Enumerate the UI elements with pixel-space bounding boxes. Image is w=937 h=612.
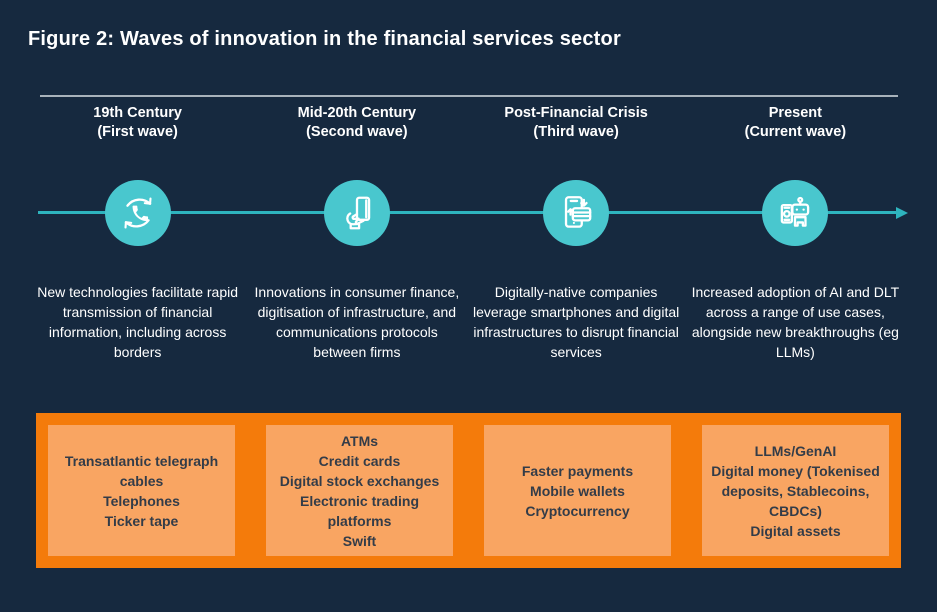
wave-icon-circle bbox=[104, 180, 171, 246]
wave-period-heading: Present (Current wave) bbox=[745, 104, 847, 180]
wave-column-first: 19th Century (First wave) New technologi… bbox=[28, 104, 247, 362]
innovation-item: Swift bbox=[342, 532, 377, 549]
innovation-item: Telephones bbox=[103, 492, 180, 509]
wave-period: Post-Financial Crisis bbox=[504, 105, 648, 121]
wave-column-second: Mid-20th Century (Second wave) Innovatio… bbox=[247, 104, 466, 362]
innovation-item: Cryptocurrency bbox=[525, 502, 630, 519]
innovation-item: LLMs/GenAI bbox=[754, 442, 837, 459]
innovations-box-current-wave: LLMs/GenAI Digital money (Tokenised depos… bbox=[702, 425, 889, 556]
innovation-item: Faster payments bbox=[521, 462, 634, 479]
wave-column-current: Present (Current wave) Increased adop bbox=[686, 104, 905, 362]
header-divider-line bbox=[40, 95, 898, 97]
mobile-payment-icon bbox=[564, 196, 592, 228]
wave-label: (Second wave) bbox=[306, 124, 408, 140]
innovation-item: Digital stock exchanges bbox=[279, 472, 440, 489]
innovation-item: Electronic trading platforms bbox=[299, 492, 420, 529]
wave-period-heading: 19th Century (First wave) bbox=[93, 104, 182, 180]
figure-title: Figure 2: Waves of innovation in the fin… bbox=[28, 28, 621, 50]
wave-icon-circle bbox=[762, 180, 829, 246]
wave-period: Present bbox=[768, 105, 822, 121]
innovation-item: Credit cards bbox=[318, 452, 401, 469]
timeline-line bbox=[38, 211, 898, 214]
waves-grid: 19th Century (First wave) New technologi… bbox=[28, 104, 905, 362]
innovation-item: Ticker tape bbox=[104, 512, 179, 529]
wave-description: Digitally-native companies leverage smar… bbox=[473, 284, 680, 360]
innovation-item: ATMs bbox=[340, 432, 379, 449]
wave-period: 19th Century bbox=[93, 105, 182, 121]
wave-period-heading: Post-Financial Crisis (Third wave) bbox=[504, 104, 647, 180]
wave-description: Increased adoption of AI and DLT across … bbox=[691, 284, 900, 360]
innovation-item: Digital assets bbox=[750, 522, 841, 539]
wave-label: (Current wave) bbox=[744, 124, 847, 140]
wave-label: (Third wave) bbox=[533, 124, 619, 140]
wave-description: Innovations in consumer finance, digitis… bbox=[254, 284, 460, 360]
card-in-hand-icon bbox=[346, 196, 371, 230]
innovation-item: Digital money (Tokenised deposits, Stabl… bbox=[711, 462, 880, 519]
wave-label: (First wave) bbox=[97, 124, 178, 140]
wave-period-heading: Mid-20th Century (Second wave) bbox=[298, 104, 416, 180]
ai-robot-icon bbox=[781, 196, 810, 227]
innovation-item: Mobile wallets bbox=[530, 482, 625, 499]
wave-icon-circle bbox=[323, 180, 390, 246]
telephone-sync-icon bbox=[124, 197, 152, 229]
wave-icon-circle bbox=[543, 180, 610, 246]
wave-column-third: Post-Financial Crisis (Third wave) Digit… bbox=[467, 104, 686, 362]
innovation-item: Transatlantic telegraph cables bbox=[64, 452, 219, 489]
wave-description: New technologies facilitate rapid transm… bbox=[37, 284, 239, 360]
wave-period: Mid-20th Century bbox=[297, 105, 417, 121]
timeline-arrowhead-icon bbox=[896, 206, 908, 219]
